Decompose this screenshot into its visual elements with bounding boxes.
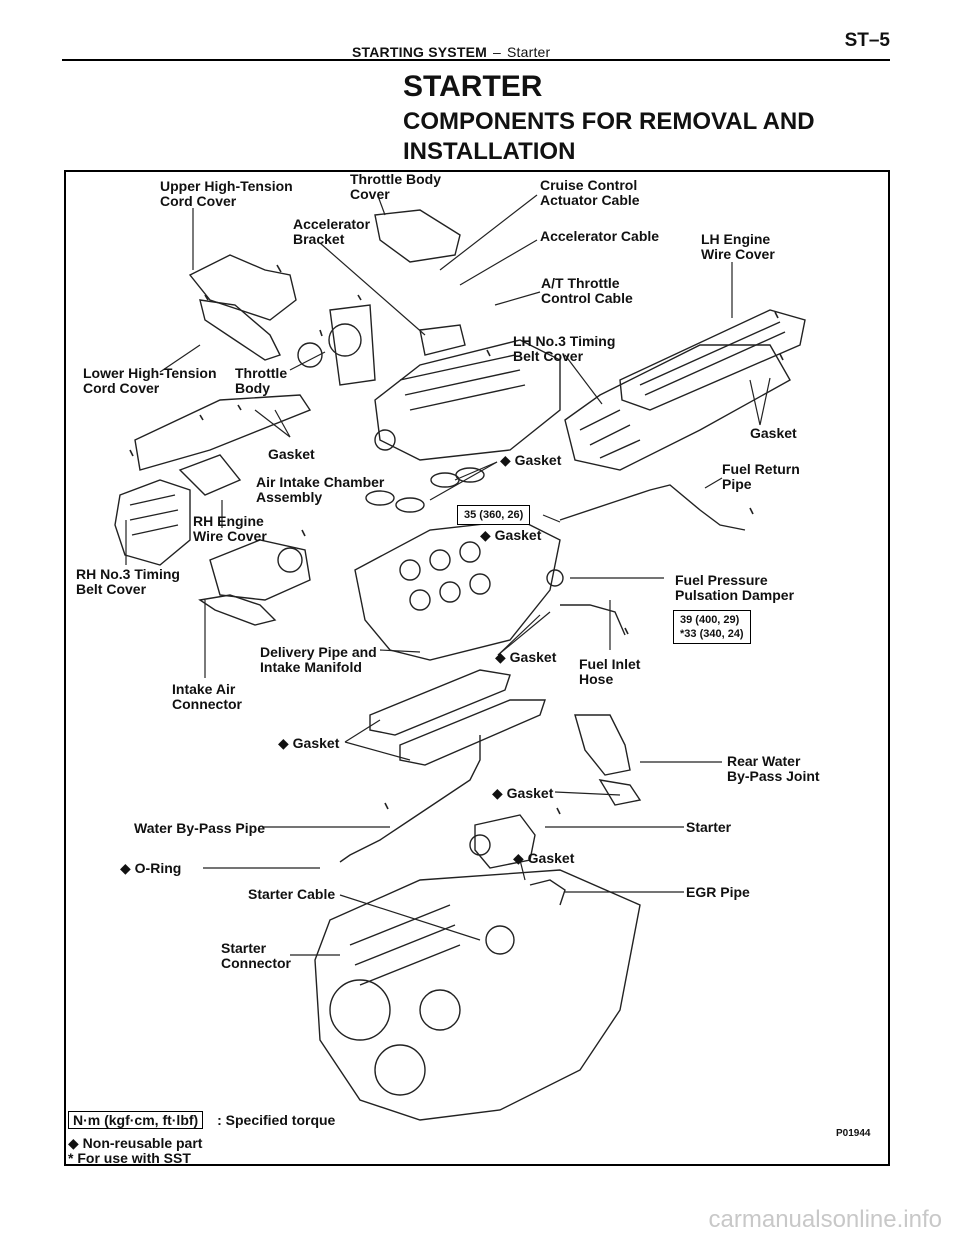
lh-wire-cover (619, 309, 806, 411)
page-subtitle: COMPONENTS FOR REMOVAL AND INSTALLATION (403, 108, 815, 165)
label-upper-cord-cover: Upper High-Tension Cord Cover (160, 178, 293, 209)
label-accelerator-bracket: Accelerator Bracket (293, 216, 371, 247)
label-air-intake-chamber: Air Intake Chamber Assembly (256, 474, 385, 505)
rh-timing-cover (114, 479, 191, 566)
label-gasket-rh: Gasket (268, 446, 315, 462)
throttle-body-cover (374, 209, 461, 263)
intake-manifold (354, 519, 561, 661)
page-title: STARTER (403, 70, 543, 103)
leader-lines (125, 194, 771, 956)
label-throttle-body-cover: Throttle Body Cover (350, 171, 441, 202)
cord-covers (188, 254, 297, 361)
header-system: STARTING SYSTEM–Starter (352, 44, 551, 60)
legend-torque-unit: N·m (kgf·cm, ft·lbf) (68, 1111, 204, 1129)
label-o-ring: ◆ O-Ring (120, 860, 182, 876)
torque-spec-35: 35 (360, 26) (457, 505, 531, 525)
label-fuel-inlet-hose: Fuel Inlet Hose (579, 656, 641, 687)
header-rule (62, 59, 890, 61)
throttle-body (297, 304, 466, 386)
label-gasket-delivery: ◆ Gasket (480, 527, 542, 543)
label-at-throttle-cable: A/T Throttle Control Cable (541, 275, 633, 306)
label-rh-engine-wire-cover: RH Engine Wire Cover (193, 513, 267, 544)
label-lh-engine-wire-cover: LH Engine Wire Cover (701, 231, 775, 262)
label-rh-timing-belt-cover: RH No.3 Timing Belt Cover (76, 566, 180, 597)
label-intake-air-connector: Intake Air Connector (172, 681, 242, 712)
torque-spec-39: 39 (400, 29) *33 (340, 24) (673, 610, 751, 644)
legend-nonreusable: ◆ Non-reusable part (68, 1135, 203, 1151)
label-fuel-pressure-damper: Fuel Pressure Pulsation Damper (675, 572, 795, 603)
air-intake-chamber (374, 339, 561, 461)
lh-timing-cover (564, 344, 791, 471)
label-gasket-water: ◆ Gasket (492, 785, 554, 801)
label-egr-pipe: EGR Pipe (686, 884, 750, 900)
label-cruise-control-cable: Cruise Control Actuator Cable (540, 177, 640, 208)
page-header: STARTING SYSTEM–Starter ST–5 (62, 28, 890, 61)
label-starter-connector: Starter Connector (221, 940, 291, 971)
fuel-inlet-hose (560, 604, 626, 636)
legend-sst: * For use with SST (68, 1150, 191, 1166)
label-gasket-egr: ◆ Gasket (513, 850, 575, 866)
label-gasket-lh: Gasket (750, 425, 797, 441)
page-number: ST–5 (844, 30, 890, 51)
legend-torque-desc: : Specified torque (217, 1112, 336, 1128)
label-lower-cord-cover: Lower High-Tension Cord Cover (83, 365, 217, 396)
intake-gaskets (365, 467, 485, 513)
manifold-gaskets (369, 669, 546, 766)
fuel-pressure-damper (546, 569, 564, 587)
label-accelerator-cable: Accelerator Cable (540, 228, 660, 244)
rh-wire-cover (134, 394, 312, 496)
label-lh-timing-belt-cover: LH No.3 Timing Belt Cover (513, 333, 616, 364)
starter-motor (469, 814, 536, 869)
label-delivery-pipe-manifold: Delivery Pipe and Intake Manifold (260, 644, 377, 675)
label-rear-water-bypass-joint: Rear Water By-Pass Joint (727, 753, 820, 784)
egr-pipe (529, 879, 566, 906)
label-starter: Starter (686, 819, 732, 835)
bolts (129, 264, 784, 815)
intake-air-connector (198, 539, 311, 626)
figure-code: P01944 (836, 1128, 871, 1139)
diagram-frame (64, 170, 890, 1166)
label-gasket-chamber: ◆ Gasket (500, 452, 562, 468)
label-gasket-intake: ◆ Gasket (278, 735, 340, 751)
label-throttle-body: Throttle Body (235, 365, 288, 396)
label-fuel-return-pipe: Fuel Return Pipe (722, 461, 800, 492)
engine-block (314, 869, 641, 1121)
rear-water-bypass-joint (574, 714, 642, 806)
label-gasket-manifold: ◆ Gasket (495, 649, 557, 665)
watermark: carmanualsonline.info (708, 1206, 942, 1233)
fuel-return-pipe (559, 484, 746, 531)
label-water-bypass-pipe: Water By-Pass Pipe (134, 820, 265, 836)
label-starter-cable: Starter Cable (248, 886, 336, 902)
legend-torque: N·m (kgf·cm, ft·lbf) : Specified torque (68, 1111, 336, 1129)
water-bypass-pipe (339, 735, 481, 863)
